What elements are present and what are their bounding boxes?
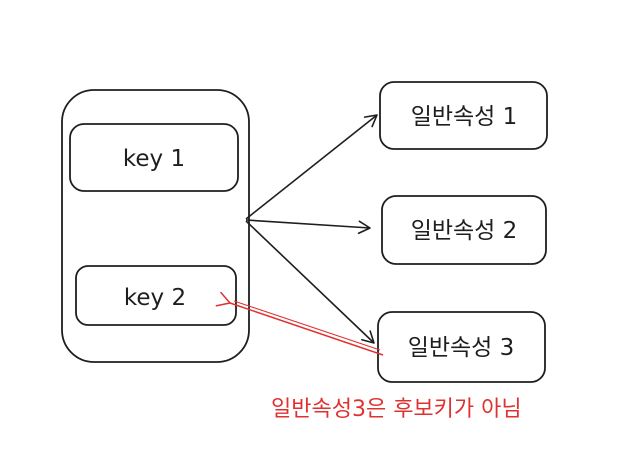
dependency-arrows (245, 114, 378, 344)
attribute-label-3: 일반속성 3 (408, 335, 515, 361)
red-arrow-stroke-2 (233, 300, 381, 351)
arrow-to-attribute-2 (245, 219, 371, 235)
attribute-label-1: 일반속성 1 (411, 104, 518, 130)
attribute-box-2[interactable]: 일반속성 2 (381, 195, 547, 265)
red-arrow-to-key-2 (215, 291, 384, 356)
attribute-box-1[interactable]: 일반속성 1 (379, 81, 548, 150)
key-box-2[interactable]: key 2 (75, 265, 237, 326)
entity-container (61, 89, 250, 363)
arrow-to-attribute-3 (245, 220, 375, 344)
arrow-to-attribute-1 (245, 114, 378, 220)
red-arrow-group (215, 291, 384, 356)
key-label-2: key 2 (124, 285, 186, 311)
attribute-label-2: 일반속성 2 (411, 218, 518, 244)
note-text: 일반속성3은 후보키가 아님 (271, 397, 522, 422)
attribute-box-3[interactable]: 일반속성 3 (377, 311, 546, 383)
key-label-1: key 1 (123, 146, 185, 172)
key-box-1[interactable]: key 1 (69, 123, 239, 192)
